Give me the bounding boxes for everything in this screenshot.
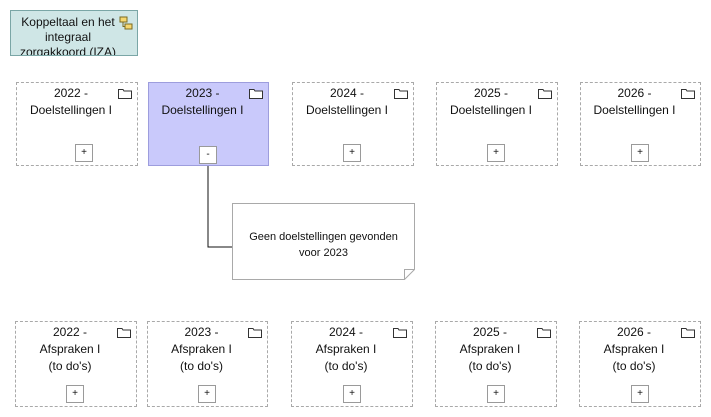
folder-icon [394, 89, 408, 99]
box-year: 2026 - [617, 86, 652, 100]
box-year: 2022 - [52, 325, 88, 339]
doelstellingen-2026[interactable]: 2026 - Doelstellingen I + [580, 82, 701, 166]
box-name: Afspraken I [171, 342, 232, 356]
note-element[interactable]: Geen doelstellingen gevonden voor 2023 [232, 203, 415, 280]
box-name: Doelstellingen I [593, 103, 676, 117]
header-element[interactable]: Koppeltaal en het integraal zorgakkoord … [10, 10, 138, 56]
box-year: 2023 - [185, 86, 220, 100]
box-name: Afspraken I [459, 342, 521, 356]
doelstellingen-2022[interactable]: 2022 - Doelstellingen I + [16, 82, 138, 166]
header-title: Koppeltaal en het integraal zorgakkoord … [19, 15, 117, 56]
box-subtitle: (to do's) [324, 359, 368, 373]
doelstellingen-2025[interactable]: 2025 - Doelstellingen I + [436, 82, 558, 166]
folder-icon [681, 89, 695, 99]
afspraken-2025[interactable]: 2025 - Afspraken I (to do's) + [435, 321, 557, 407]
box-subtitle: (to do's) [48, 359, 92, 373]
box-name: Doelstellingen I [161, 103, 244, 117]
box-year: 2022 - [53, 86, 89, 100]
afspraken-2024[interactable]: 2024 - Afspraken I (to do's) + [291, 321, 413, 407]
folder-icon [249, 89, 263, 99]
expand-toggle-button[interactable]: + [75, 144, 93, 162]
box-subtitle: (to do's) [468, 359, 512, 373]
component-icon [119, 16, 133, 30]
afspraken-2022[interactable]: 2022 - Afspraken I (to do's) + [15, 321, 137, 407]
note-text: Geen doelstellingen gevonden voor 2023 [249, 231, 398, 259]
box-name: Afspraken I [603, 342, 665, 356]
box-name: Doelstellingen I [305, 103, 389, 117]
box-year: 2024 - [329, 86, 365, 100]
folder-icon [393, 328, 407, 338]
folder-icon [537, 328, 551, 338]
expand-toggle-button[interactable]: + [487, 385, 505, 403]
expand-toggle-button[interactable]: + [631, 144, 649, 162]
folder-icon [248, 328, 262, 338]
doelstellingen-2023[interactable]: 2023 - Doelstellingen I - [148, 82, 269, 166]
box-year: 2025 - [472, 325, 508, 339]
folder-icon [681, 328, 695, 338]
note-shape [232, 203, 415, 280]
expand-toggle-button[interactable]: + [631, 385, 649, 403]
expand-toggle-button[interactable]: + [198, 385, 216, 403]
folder-icon [117, 328, 131, 338]
box-name: Afspraken I [315, 342, 377, 356]
box-name: Doelstellingen I [29, 103, 113, 117]
expand-toggle-button[interactable]: + [66, 385, 84, 403]
box-year: 2024 - [328, 325, 364, 339]
box-year: 2026 - [616, 325, 652, 339]
folder-icon [118, 89, 132, 99]
box-year: 2023 - [184, 325, 219, 339]
doelstellingen-2024[interactable]: 2024 - Doelstellingen I + [292, 82, 414, 166]
expand-toggle-button[interactable]: + [343, 144, 361, 162]
box-name: Afspraken I [39, 342, 101, 356]
collapse-toggle-button[interactable]: - [199, 146, 217, 164]
folder-icon [538, 89, 552, 99]
box-subtitle: (to do's) [612, 359, 656, 373]
expand-toggle-button[interactable]: + [343, 385, 361, 403]
box-name: Doelstellingen I [449, 103, 533, 117]
afspraken-2026[interactable]: 2026 - Afspraken I (to do's) + [579, 321, 701, 407]
box-year: 2025 - [473, 86, 509, 100]
afspraken-2023[interactable]: 2023 - Afspraken I (to do's) + [147, 321, 268, 407]
box-subtitle: (to do's) [180, 359, 223, 373]
expand-toggle-button[interactable]: + [487, 144, 505, 162]
